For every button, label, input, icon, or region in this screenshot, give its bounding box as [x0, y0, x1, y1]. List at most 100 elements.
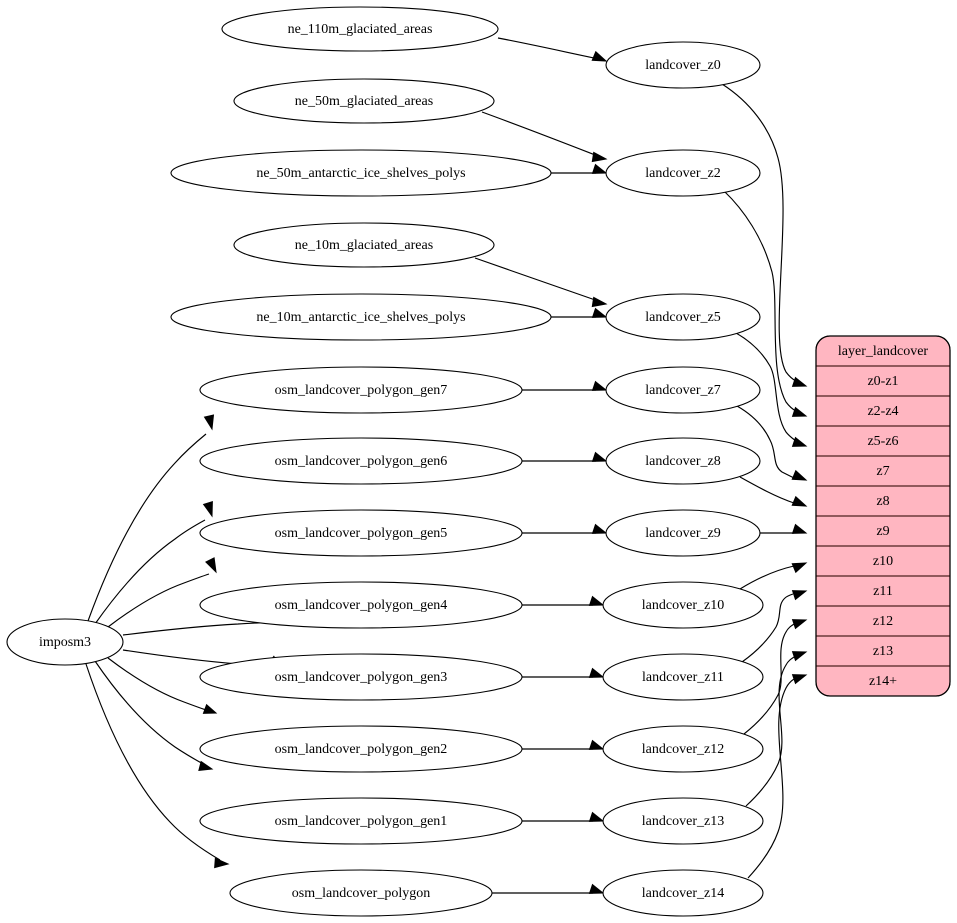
node-landcover_z10[interactable]: landcover_z10: [602, 581, 764, 629]
edge-osm_landcover_polygon_gen1-to-landcover_z13: [522, 811, 605, 822]
edge-line: [723, 190, 797, 412]
node-landcover_z7[interactable]: landcover_z7: [605, 366, 761, 414]
node-shape[interactable]: [199, 581, 523, 629]
node-landcover_z2[interactable]: landcover_z2: [605, 149, 761, 197]
node-landcover_z0[interactable]: landcover_z0: [605, 41, 761, 89]
arrow-head: [588, 667, 605, 678]
node-ne_50m_antarctic_ice_shelves_polys[interactable]: ne_50m_antarctic_ice_shelves_polys: [170, 149, 552, 197]
edge-imposm3-to-osm_landcover_polygon_gen5: [107, 557, 217, 628]
record-row-z0_z1[interactable]: z0-z1: [816, 366, 950, 396]
node-landcover_z11[interactable]: landcover_z11: [602, 653, 764, 701]
node-shape[interactable]: [233, 222, 495, 268]
node-shape[interactable]: [602, 581, 764, 629]
node-osm_landcover_polygon_gen1[interactable]: osm_landcover_polygon_gen1: [199, 797, 523, 845]
arrow-head: [588, 739, 605, 750]
node-shape[interactable]: [199, 653, 523, 701]
node-landcover_z9[interactable]: landcover_z9: [605, 509, 761, 557]
record-row-label: z11: [873, 584, 893, 599]
node-label: landcover_z7: [645, 383, 720, 398]
node-ne_10m_antarctic_ice_shelves_polys[interactable]: ne_10m_antarctic_ice_shelves_polys: [170, 293, 552, 341]
node-ne_110m_glaciated_areas[interactable]: ne_110m_glaciated_areas: [221, 6, 499, 52]
node-label: ne_50m_glaciated_areas: [295, 94, 433, 109]
arrow-head: [791, 619, 808, 630]
node-shape[interactable]: [199, 725, 523, 773]
node-shape[interactable]: [199, 366, 523, 414]
node-label: landcover_z14: [642, 886, 724, 901]
arrow-head: [791, 651, 808, 662]
arrow-head: [591, 523, 608, 534]
arrow-head: [591, 151, 608, 163]
node-ne_10m_glaciated_areas[interactable]: ne_10m_glaciated_areas: [233, 222, 495, 268]
node-shape[interactable]: [170, 149, 552, 197]
record-row-z11[interactable]: z11: [816, 576, 950, 606]
node-shape[interactable]: [605, 293, 761, 341]
node-label: osm_landcover_polygon_gen5: [275, 526, 448, 541]
node-landcover_z12[interactable]: landcover_z12: [602, 725, 764, 773]
arrow-head: [791, 495, 808, 507]
node-label: landcover_z5: [645, 310, 720, 325]
record-row-label: z7: [876, 464, 889, 479]
node-osm_landcover_polygon_gen2[interactable]: osm_landcover_polygon_gen2: [199, 725, 523, 773]
record-row-z7[interactable]: z7: [816, 456, 950, 486]
arrow-head: [791, 436, 808, 447]
node-label: landcover_z8: [645, 454, 720, 469]
record-row-z14[interactable]: z14+: [816, 666, 950, 696]
edge-line: [474, 257, 602, 303]
node-shape[interactable]: [170, 293, 552, 341]
node-landcover_z8[interactable]: landcover_z8: [605, 437, 761, 485]
node-shape[interactable]: [199, 437, 523, 485]
node-shape[interactable]: [605, 149, 761, 197]
edges-layer: [85, 37, 808, 894]
record-row-z10[interactable]: z10: [816, 546, 950, 576]
node-label: landcover_z0: [645, 58, 720, 73]
record-row-z9[interactable]: z9: [816, 516, 950, 546]
node-shape[interactable]: [199, 797, 523, 845]
node-osm_landcover_polygon_gen6[interactable]: osm_landcover_polygon_gen6: [199, 437, 523, 485]
node-osm_landcover_polygon[interactable]: osm_landcover_polygon: [229, 869, 493, 917]
node-shape[interactable]: [602, 869, 764, 917]
node-ne_50m_glaciated_areas[interactable]: ne_50m_glaciated_areas: [233, 78, 495, 124]
node-label: landcover_z12: [642, 742, 724, 757]
edge-imposm3-to-osm_landcover_polygon_gen2: [107, 657, 218, 714]
arrow-head: [791, 590, 808, 601]
node-label: landcover_z13: [642, 814, 724, 829]
node-osm_landcover_polygon_gen5[interactable]: osm_landcover_polygon_gen5: [199, 509, 523, 557]
node-label: osm_landcover_polygon_gen4: [275, 598, 448, 613]
node-shape[interactable]: [605, 437, 761, 485]
edge-osm_landcover_polygon_gen3-to-landcover_z11: [522, 667, 605, 678]
edge-imposm3-to-osm_landcover_polygon: [85, 663, 230, 869]
node-landcover_z5[interactable]: landcover_z5: [605, 293, 761, 341]
edge-osm_landcover_polygon-to-landcover_z14: [492, 883, 605, 894]
node-osm_landcover_polygon_gen3[interactable]: osm_landcover_polygon_gen3: [199, 653, 523, 701]
node-shape[interactable]: [605, 41, 761, 89]
node-shape[interactable]: [602, 653, 764, 701]
arrow-head: [588, 595, 605, 606]
edge-line: [721, 83, 797, 382]
node-shape[interactable]: [605, 366, 761, 414]
node-shape[interactable]: [602, 725, 764, 773]
node-imposm3[interactable]: imposm3: [6, 618, 124, 666]
record-row-z13[interactable]: z13: [816, 636, 950, 666]
edge-line: [94, 660, 206, 766]
node-shape[interactable]: [221, 6, 499, 52]
node-shape[interactable]: [6, 618, 124, 666]
edge-osm_landcover_polygon_gen2-to-landcover_z12: [522, 739, 605, 750]
node-shape[interactable]: [229, 869, 493, 917]
arrow-head: [591, 163, 608, 174]
record-row-z5_z6[interactable]: z5-z6: [816, 426, 950, 456]
node-shape[interactable]: [605, 509, 761, 557]
node-shape[interactable]: [199, 509, 523, 557]
record-table-outline: [815, 335, 951, 697]
node-osm_landcover_polygon_gen4[interactable]: osm_landcover_polygon_gen4: [199, 581, 523, 629]
node-landcover_z14[interactable]: landcover_z14: [602, 869, 764, 917]
node-osm_landcover_polygon_gen7[interactable]: osm_landcover_polygon_gen7: [199, 366, 523, 414]
edge-line: [107, 657, 210, 712]
node-landcover_z13[interactable]: landcover_z13: [602, 797, 764, 845]
record-row-z8[interactable]: z8: [816, 486, 950, 516]
node-shape[interactable]: [602, 797, 764, 845]
node-shape[interactable]: [233, 78, 495, 124]
record-row-z12[interactable]: z12: [816, 606, 950, 636]
record-table-layer_landcover[interactable]: layer_landcoverz0-z1z2-z4z5-z6z7z8z9z10z…: [815, 335, 951, 697]
node-label: osm_landcover_polygon_gen3: [275, 670, 448, 685]
record-row-z2_z4[interactable]: z2-z4: [816, 396, 950, 426]
